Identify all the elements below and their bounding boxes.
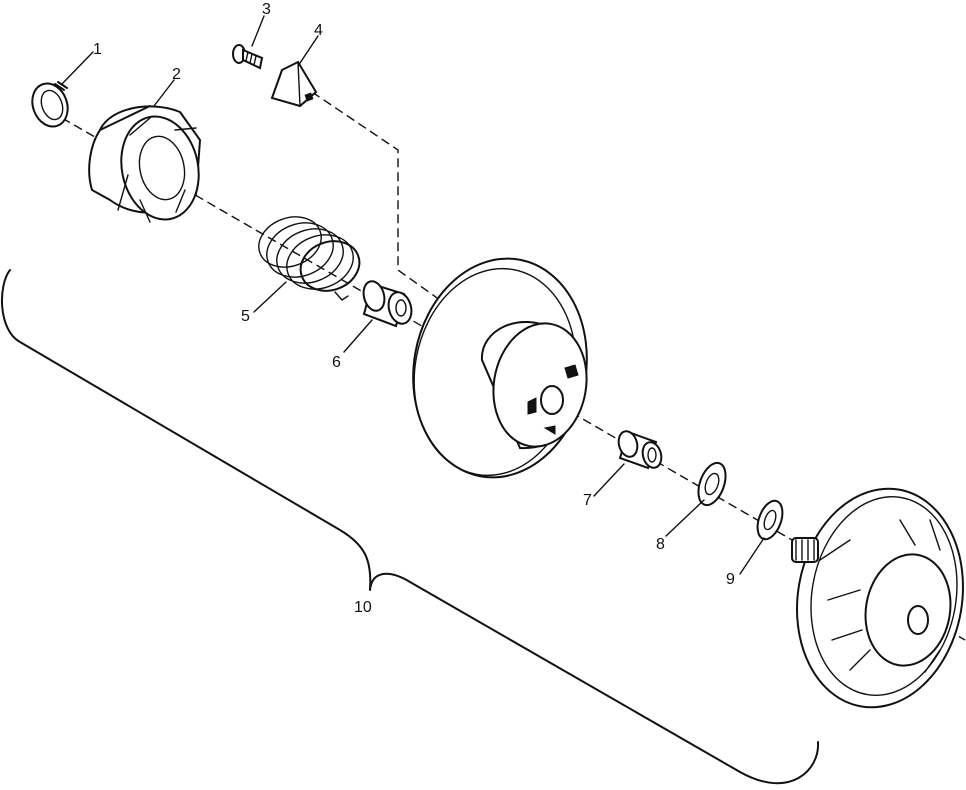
callout-2: 2 [172, 66, 181, 83]
callout-3: 3 [262, 1, 271, 18]
part-4-button [270, 60, 318, 108]
callout-9: 9 [726, 571, 735, 588]
part-1-retaining-ring [31, 81, 69, 128]
callout-1: 1 [93, 41, 102, 58]
fixed-sheave [791, 487, 964, 709]
part-6-bushing [362, 280, 413, 328]
callout-4: 4 [314, 22, 323, 39]
callout-8: 8 [656, 536, 665, 553]
part-8-washer [697, 461, 727, 507]
callout-6: 6 [332, 354, 341, 371]
callout-7: 7 [583, 492, 592, 509]
part-2-spider-cam [88, 105, 202, 223]
callout-5: 5 [241, 308, 250, 325]
part-3-screw [232, 44, 264, 70]
part-9-washer [756, 499, 784, 541]
movable-sheave [412, 257, 588, 479]
part-7-bushing [617, 430, 663, 470]
assembly-bracket [1, 269, 820, 785]
part-5-spring [258, 216, 361, 301]
callout-10: 10 [354, 599, 372, 616]
callout-labels: 1 2 3 4 5 6 7 8 9 10 [93, 1, 735, 616]
leader-lines [61, 15, 765, 575]
